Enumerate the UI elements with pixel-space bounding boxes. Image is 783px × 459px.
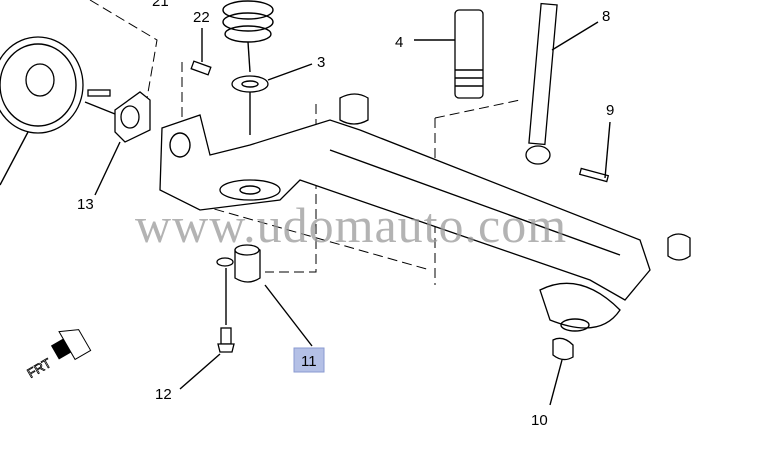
coil-spring — [222, 0, 274, 73]
callout-13[interactable]: 13 — [77, 196, 94, 213]
callout-4[interactable]: 4 — [395, 34, 403, 51]
brake-backing-plate — [0, 36, 111, 186]
shock-bolt — [578, 121, 611, 183]
rear-axle-beam — [159, 93, 691, 406]
spring-insulator — [231, 63, 313, 135]
axle-bushing — [216, 244, 313, 347]
callout-8[interactable]: 8 — [602, 8, 610, 25]
frt-label: FRT — [24, 355, 53, 381]
callout-3[interactable]: 3 — [317, 54, 325, 71]
callout-22[interactable]: 22 — [193, 9, 210, 26]
shock-dust-boot — [414, 9, 484, 99]
hub-bearing — [84, 91, 151, 196]
callout-11-highlight — [293, 347, 325, 373]
callout-10[interactable]: 10 — [531, 412, 548, 429]
bolt — [190, 28, 212, 76]
front-direction-indicator: FRT — [24, 329, 92, 381]
bushing-bolt — [179, 268, 235, 390]
callout-12[interactable]: 12 — [155, 386, 172, 403]
callout-21[interactable]: 21 — [152, 0, 169, 10]
watermark: www.udomauto.com — [135, 197, 567, 253]
shock-absorber — [525, 2, 599, 165]
callout-11[interactable]: 11 — [301, 353, 317, 370]
callout-9[interactable]: 9 — [606, 102, 614, 119]
